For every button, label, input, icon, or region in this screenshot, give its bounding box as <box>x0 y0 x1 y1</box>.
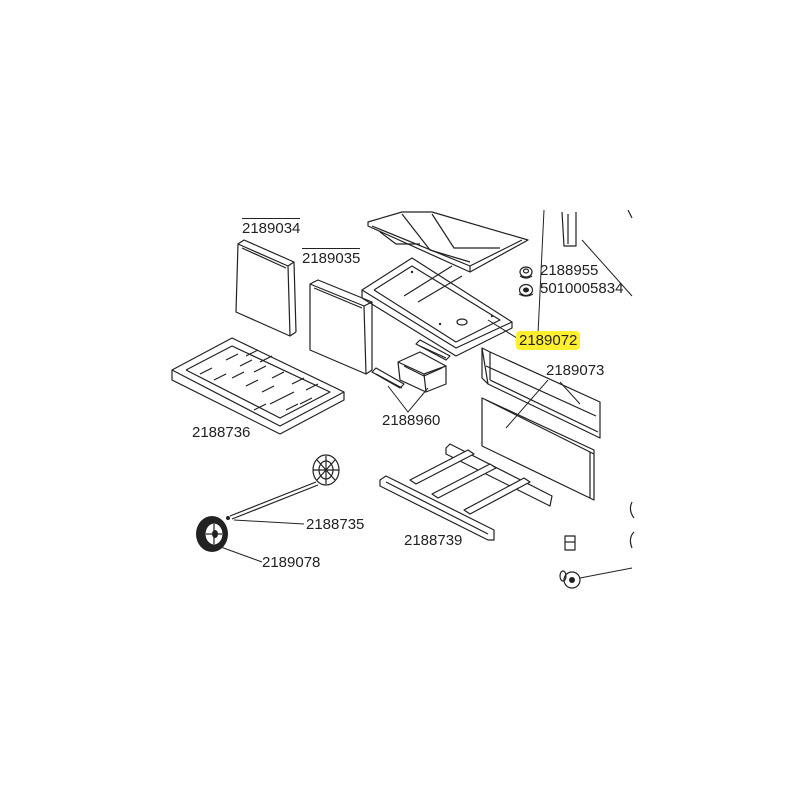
base-tray-2189072-part <box>361 257 513 357</box>
part-label-2189034: 2189034 <box>242 218 301 237</box>
part-label-2188739: 2188739 <box>404 532 463 549</box>
caster-part <box>559 567 633 589</box>
part-label-2189078: 2189078 <box>262 554 321 571</box>
frame-2188739-part <box>379 443 553 541</box>
part-label-2189072-highlighted: 2189072 <box>516 331 581 350</box>
foot-part <box>564 535 576 551</box>
bracket-box-2188960-part <box>371 339 451 393</box>
part-label-2189073: 2189073 <box>546 362 605 379</box>
right-edge-fragments <box>629 501 635 549</box>
part-label-2188736: 2188736 <box>192 424 251 441</box>
frame-post-part <box>537 209 633 335</box>
leader-lines <box>217 319 581 563</box>
top-tray-part <box>367 211 529 273</box>
axle-2188735-part <box>226 481 319 520</box>
part-label-2189035: 2189035 <box>302 248 361 267</box>
part-label-5010005834: 5010005834 <box>540 280 624 297</box>
knob-5010005834-icon <box>518 283 534 297</box>
part-label-2188960: 2188960 <box>382 412 441 429</box>
side-panel-2189035-part <box>309 279 373 375</box>
side-panel-2189034-part <box>235 239 297 337</box>
wheel-upper-part <box>312 454 340 486</box>
wheel-2189078-part <box>196 516 228 552</box>
highlighted-part-number: 2189072 <box>516 331 581 350</box>
part-label-2188955: 2188955 <box>540 262 599 279</box>
shelf-2188736-part <box>171 337 345 435</box>
part-label-2188735: 2188735 <box>306 516 365 533</box>
knob-2188955-icon <box>519 266 533 279</box>
